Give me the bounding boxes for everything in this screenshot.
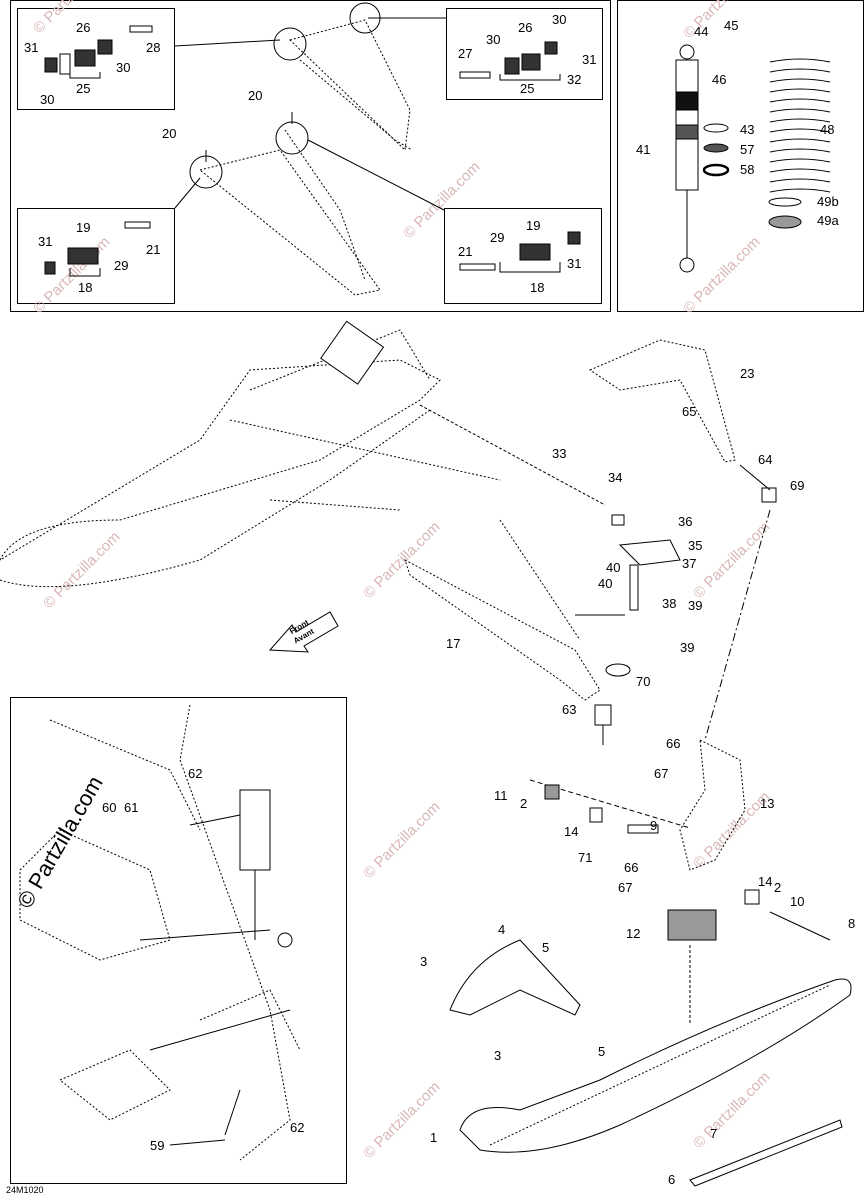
diagram-code: 24M1020	[6, 1185, 44, 1195]
callout-label-44: 44	[694, 24, 708, 39]
callout-label-43: 43	[740, 122, 754, 137]
callout-label-32: 32	[567, 72, 581, 87]
callout-label-3b: 3	[494, 1048, 501, 1063]
callout-label-21a: 21	[146, 242, 160, 257]
callout-label-41: 41	[636, 142, 650, 157]
callout-label-62a: 62	[188, 766, 202, 781]
callout-label-10: 10	[790, 894, 804, 909]
callout-label-12: 12	[626, 926, 640, 941]
callout-label-7: 7	[710, 1126, 717, 1141]
callout-label-1: 1	[430, 1130, 437, 1145]
callout-label-14a: 14	[564, 824, 578, 839]
callout-label-2a: 2	[520, 796, 527, 811]
callout-label-21b: 21	[458, 244, 472, 259]
callout-label-67a: 67	[654, 766, 668, 781]
upper-arm-detail-frame	[10, 0, 611, 312]
callout-label-39b: 39	[680, 640, 694, 655]
callout-label-19b: 19	[526, 218, 540, 233]
callout-label-37: 37	[682, 556, 696, 571]
callout-label-8: 8	[848, 916, 855, 931]
callout-label-14b: 14	[758, 874, 772, 889]
callout-label-61: 61	[124, 800, 138, 815]
callout-label-60: 60	[102, 800, 116, 815]
callout-label-30b: 30	[116, 60, 130, 75]
callout-label-28: 28	[146, 40, 160, 55]
bushing-kit-box-bottom-left	[17, 208, 175, 304]
callout-label-34: 34	[608, 470, 622, 485]
callout-label-59: 59	[150, 1138, 164, 1153]
callout-label-67b: 67	[618, 880, 632, 895]
chassis-detail-frame	[10, 697, 347, 1184]
callout-label-20a: 20	[248, 88, 262, 103]
callout-label-23: 23	[740, 366, 754, 381]
callout-label-27: 27	[458, 46, 472, 61]
callout-label-66b: 66	[624, 860, 638, 875]
callout-label-62b: 62	[290, 1120, 304, 1135]
callout-label-19a: 19	[76, 220, 90, 235]
callout-label-57: 57	[740, 142, 754, 157]
callout-label-39a: 39	[688, 598, 702, 613]
callout-label-29b: 29	[490, 230, 504, 245]
callout-label-65: 65	[682, 404, 696, 419]
callout-label-29a: 29	[114, 258, 128, 273]
callout-label-35: 35	[688, 538, 702, 553]
callout-label-31b: 31	[582, 52, 596, 67]
callout-label-63: 63	[562, 702, 576, 717]
callout-label-45: 45	[724, 18, 738, 33]
bushing-kit-box-top-left	[17, 8, 175, 110]
callout-label-31c: 31	[38, 234, 52, 249]
callout-label-40a: 40	[606, 560, 620, 575]
callout-label-30c: 30	[552, 12, 566, 27]
callout-label-9: 9	[650, 818, 657, 833]
callout-label-26a: 26	[76, 20, 90, 35]
shock-detail-frame	[617, 0, 864, 312]
callout-label-33: 33	[552, 446, 566, 461]
callout-label-70: 70	[636, 674, 650, 689]
callout-label-49a: 49a	[817, 213, 839, 228]
callout-label-49b: 49b	[817, 194, 839, 209]
callout-label-30a: 30	[40, 92, 54, 107]
callout-label-30d: 30	[486, 32, 500, 47]
callout-label-20b: 20	[162, 126, 176, 141]
callout-label-26b: 26	[518, 20, 532, 35]
callout-label-64: 64	[758, 452, 772, 467]
callout-label-25a: 25	[76, 81, 90, 96]
callout-label-40b: 40	[598, 576, 612, 591]
callout-label-25b: 25	[520, 81, 534, 96]
callout-label-2b: 2	[774, 880, 781, 895]
bushing-kit-box-top-right	[446, 8, 603, 100]
callout-label-66a: 66	[666, 736, 680, 751]
callout-label-36: 36	[678, 514, 692, 529]
callout-label-31d: 31	[567, 256, 581, 271]
callout-label-71: 71	[578, 850, 592, 865]
callout-label-58: 58	[740, 162, 754, 177]
callout-label-5a: 5	[542, 940, 549, 955]
callout-label-3a: 3	[420, 954, 427, 969]
callout-label-5b: 5	[598, 1044, 605, 1059]
callout-label-13: 13	[760, 796, 774, 811]
callout-label-17: 17	[446, 636, 460, 651]
callout-label-11: 11	[494, 788, 508, 803]
callout-label-18b: 18	[530, 280, 544, 295]
callout-label-31a: 31	[24, 40, 38, 55]
callout-label-4: 4	[498, 922, 505, 937]
callout-label-48: 48	[820, 122, 834, 137]
bushing-kit-box-bottom-right	[444, 208, 602, 304]
callout-label-38: 38	[662, 596, 676, 611]
callout-label-69: 69	[790, 478, 804, 493]
callout-label-6: 6	[668, 1172, 675, 1187]
callout-label-46: 46	[712, 72, 726, 87]
callout-label-18a: 18	[78, 280, 92, 295]
